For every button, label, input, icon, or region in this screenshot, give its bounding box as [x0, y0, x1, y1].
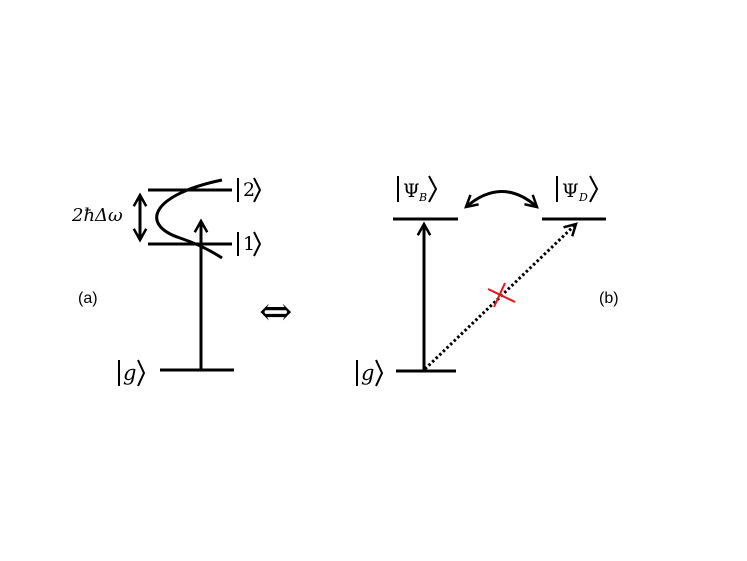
svg-text:Ψ: Ψ — [562, 180, 579, 202]
equivalence-symbol: ⇔ — [259, 289, 293, 335]
panel-b-label: (b) — [599, 290, 619, 307]
svg-text:g: g — [123, 361, 136, 385]
ket-ground-b: g — [356, 359, 384, 387]
anticrossing-curve — [155, 178, 223, 260]
svg-text:B: B — [418, 191, 427, 204]
ket-bright-state: Ψ B — [397, 175, 438, 204]
ket-level-2: 2 — [237, 177, 262, 203]
svg-text:D: D — [578, 191, 588, 204]
ket-dark-state: Ψ D — [556, 175, 599, 204]
forbidden-cross-mark — [487, 282, 516, 308]
panel-a: 2 1 g 2ħΔω (a) — [71, 177, 262, 387]
forbidden-transition-arrow — [423, 224, 576, 371]
ket-level-1: 1 — [237, 231, 262, 257]
splitting-label: 2ħΔω — [71, 205, 123, 226]
panel-a-label: (a) — [78, 290, 98, 307]
svg-text:2: 2 — [243, 179, 255, 201]
svg-text:g: g — [361, 361, 374, 385]
svg-text:Ψ: Ψ — [403, 180, 420, 202]
ket-ground-a: g — [118, 359, 146, 387]
panel-b: Ψ B Ψ D g (b) — [356, 175, 619, 387]
coupling-curved-arrow — [466, 190, 537, 208]
svg-text:1: 1 — [243, 233, 255, 255]
